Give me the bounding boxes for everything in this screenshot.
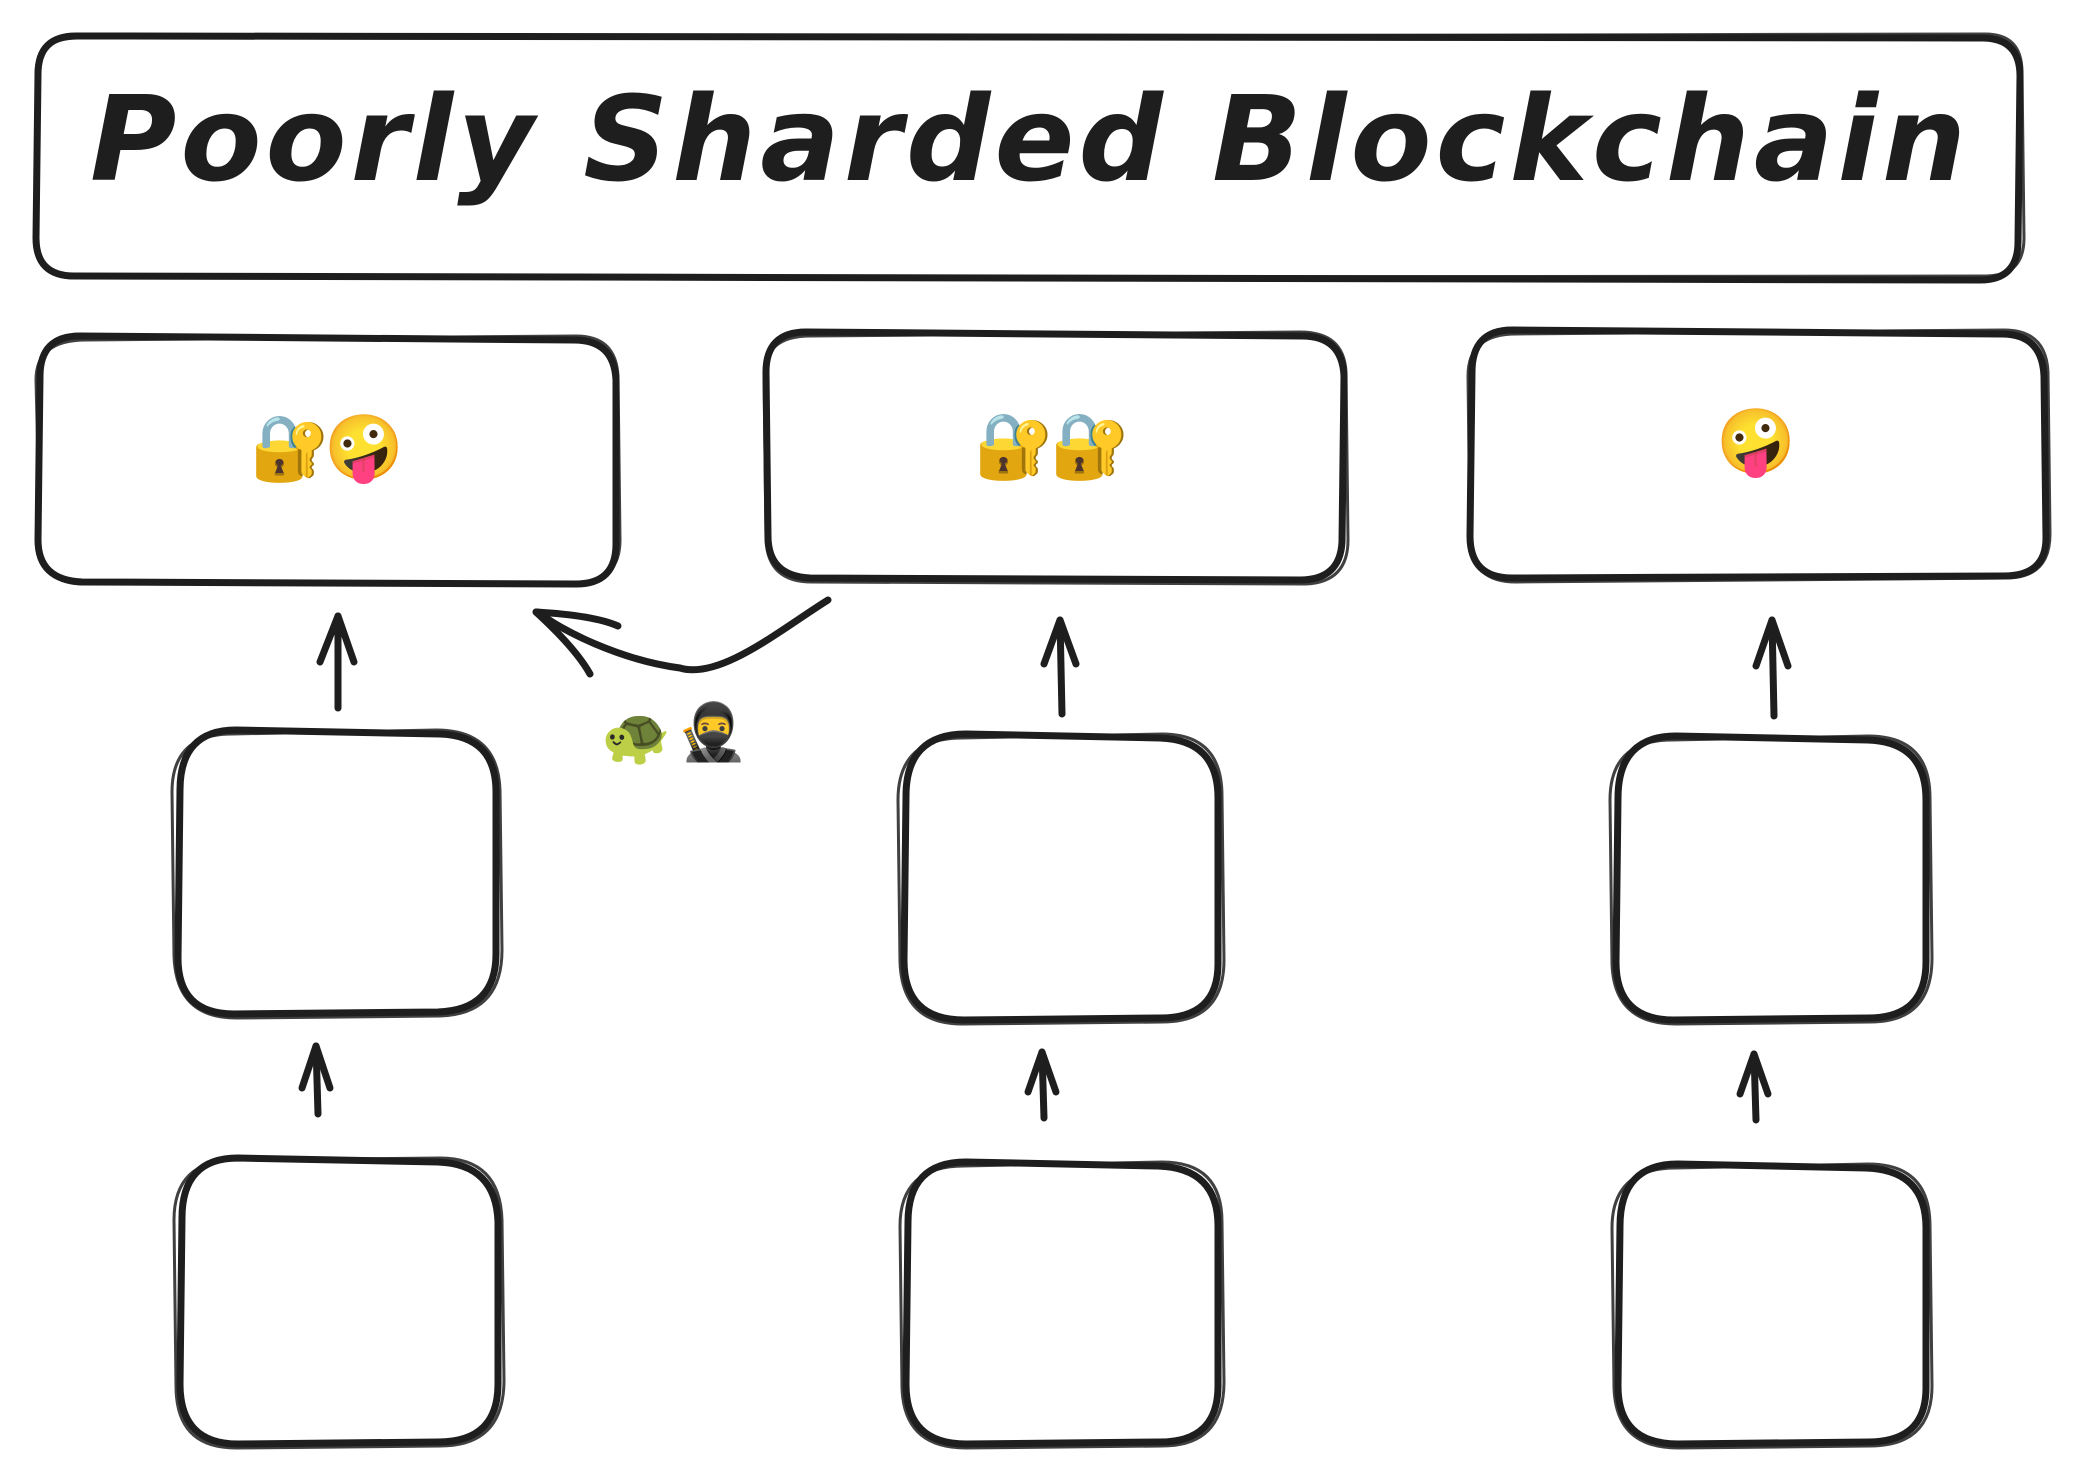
arrow-col1-upper bbox=[316, 612, 358, 712]
arrow-col3-upper bbox=[1752, 616, 1792, 720]
arrow-col2-lower bbox=[1024, 1048, 1060, 1122]
block-col1-row3 bbox=[172, 1154, 506, 1450]
locked-with-key-icon: 🔐 bbox=[250, 412, 330, 486]
block-col3-row2 bbox=[1608, 732, 1934, 1026]
block-col3-row3 bbox=[1610, 1160, 1934, 1450]
block-col1-row2 bbox=[170, 726, 504, 1020]
block-col2-row2 bbox=[896, 730, 1226, 1026]
shard-block-2: 🔐 🔐 bbox=[762, 328, 1350, 586]
arrow-col2-upper bbox=[1040, 616, 1080, 718]
ninja-icon: 🥷 bbox=[677, 700, 747, 765]
locked-with-key-icon: 🔐 bbox=[1050, 410, 1130, 484]
title-box: Poorly Sharded Blockchain bbox=[32, 32, 2026, 284]
zany-face-icon: 🤪 bbox=[324, 412, 404, 486]
turtle-icon: 🐢 bbox=[601, 704, 671, 769]
cross-shard-actors: 🐢 🥷 bbox=[601, 700, 747, 769]
diagram-title: Poorly Sharded Blockchain bbox=[90, 70, 1970, 208]
shard-block-3: 🤪 bbox=[1466, 326, 2052, 584]
zany-face-icon: 🤪 bbox=[1716, 406, 1796, 480]
block-col2-row3 bbox=[898, 1158, 1226, 1450]
arrow-col3-lower bbox=[1736, 1050, 1772, 1124]
arrow-col1-lower bbox=[298, 1042, 334, 1118]
locked-with-key-icon: 🔐 bbox=[974, 410, 1054, 484]
shard-block-1: 🔐 🤪 bbox=[34, 332, 622, 588]
cross-shard-arrow bbox=[532, 596, 832, 678]
